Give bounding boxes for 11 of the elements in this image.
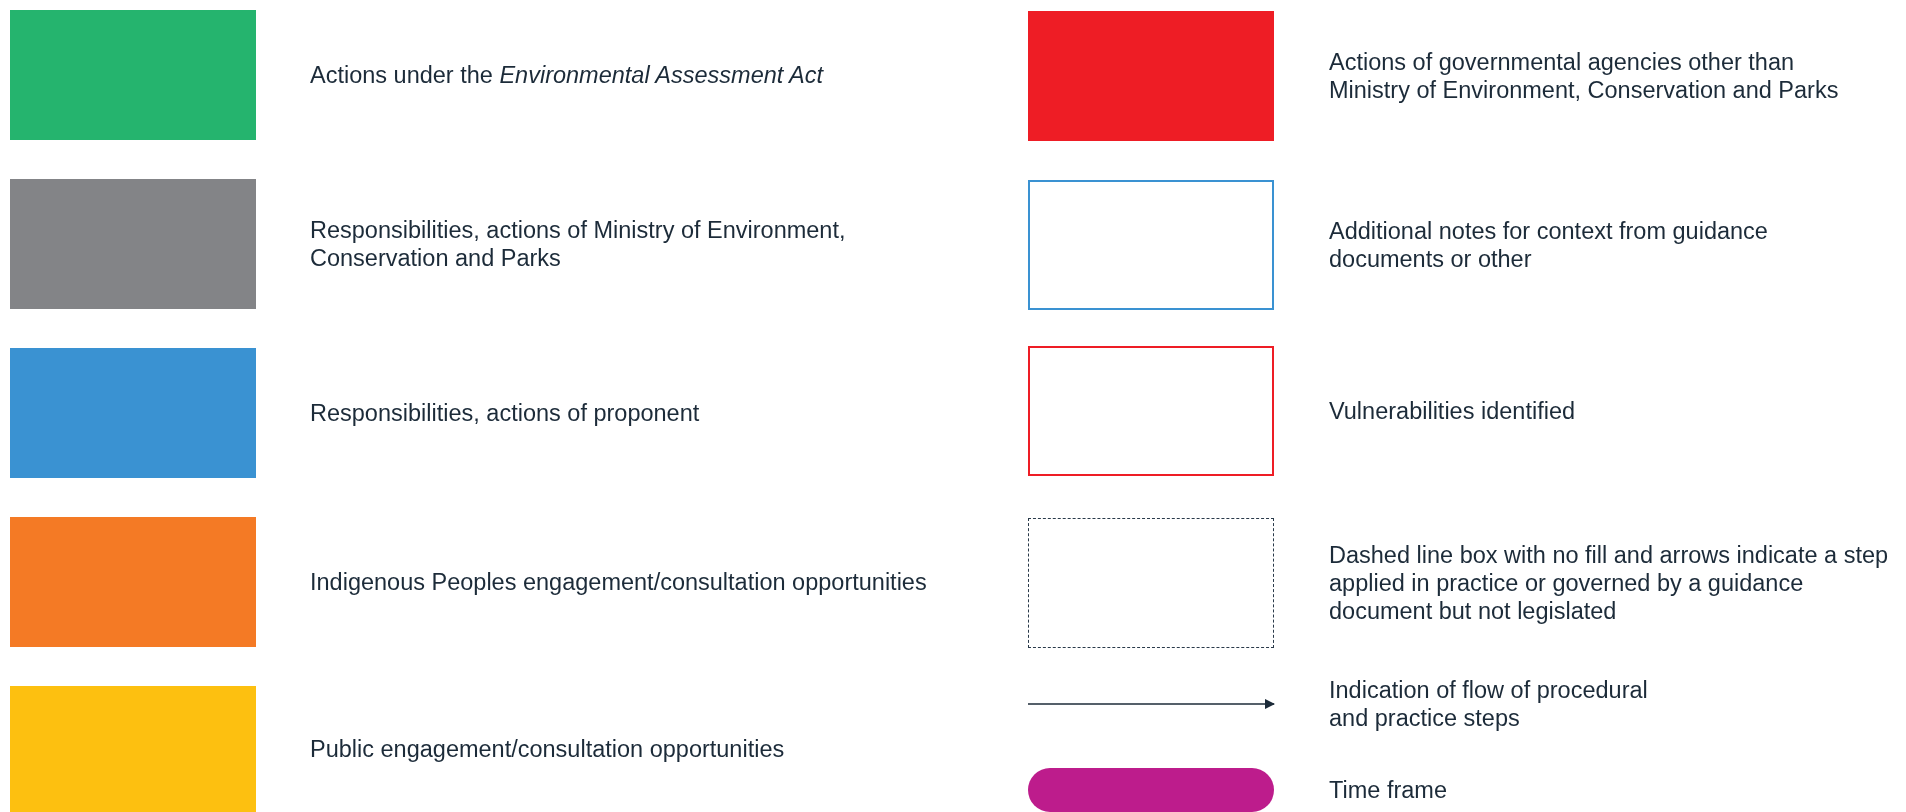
legend-text: Additional notes for context from guidance documents or other [1329,216,1769,274]
legend-text: Indigenous Peoples engagement/consultation opportunities [310,567,928,597]
legend-text: Actions under the Environmental Assessment Act [310,60,825,90]
legend-text: Actions of governmental agencies other than Ministry of Environment, Conservation and Parks [1329,47,1840,105]
legend-text: Public engagement/consultation opportunities [310,734,786,764]
legend-text: Dashed line box with no fill and arrows indicate a step applied in practice or governed by a guidance document but not legislated [1329,540,1890,626]
legend-text: Indication of flow of procedural and practice steps [1329,675,1649,733]
legend-text: Responsibilities, actions of Ministry of Environment, Conservation and Parks [310,215,847,273]
legend-text: Time frame [1329,775,1448,805]
legend-text: Vulnerabilities identified [1329,396,1577,426]
legend-text: Responsibilities, actions of proponent [310,398,701,428]
